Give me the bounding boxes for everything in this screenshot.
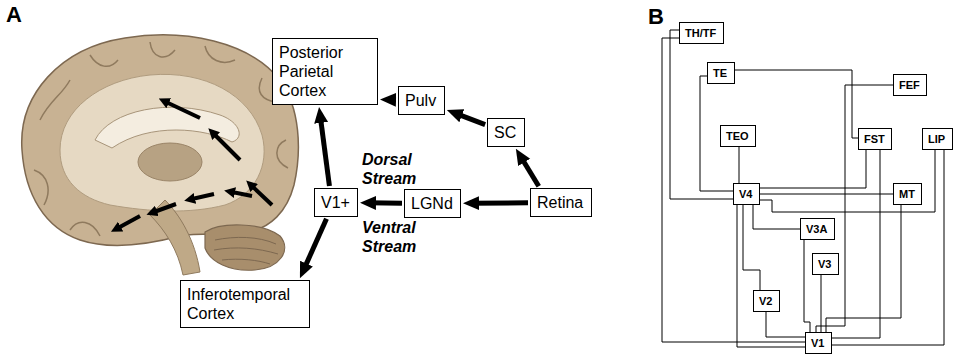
cortical-area-box: LIP <box>922 128 953 150</box>
pathway-arrow <box>320 115 329 186</box>
panel-letter: A <box>6 2 22 28</box>
area-name: V2 <box>759 295 774 307</box>
area-name: FST <box>864 133 886 145</box>
area-name: V1 <box>811 337 826 349</box>
cerebellar-folia <box>214 237 278 264</box>
stream-label: Dorsal Stream <box>362 150 428 188</box>
pathway-arrow <box>520 156 539 187</box>
cortical-area-box: MT <box>893 183 922 205</box>
connection-line <box>739 147 740 183</box>
cortical-area-box: TEO <box>720 125 756 147</box>
connection-line <box>760 194 893 195</box>
stream-label: Ventral Stream <box>362 218 428 256</box>
connection-line <box>670 30 733 199</box>
white-matter <box>60 74 264 211</box>
pathway-arrow <box>368 200 402 205</box>
cortical-area-box: FST <box>858 128 892 150</box>
connection-line <box>737 205 805 347</box>
brain-area-box: Inferotemporal Cortex <box>180 280 310 328</box>
connection-line <box>662 38 805 342</box>
connection-line <box>743 205 760 290</box>
pathway-arrow <box>454 113 485 125</box>
ventral-arrow <box>118 216 140 228</box>
area-name: LIP <box>928 133 947 145</box>
ventral-arrow <box>154 204 176 212</box>
connection-line <box>804 240 810 332</box>
area-name: SC <box>494 123 518 142</box>
pathway-arrow <box>471 200 528 205</box>
connection-line <box>766 312 805 337</box>
cerebellum <box>205 225 285 270</box>
area-name: V3 <box>818 258 833 270</box>
connection-line <box>753 205 800 229</box>
area-name: V1+ <box>321 193 351 212</box>
area-name: TEO <box>726 130 750 142</box>
area-name: V4 <box>739 188 754 200</box>
area-name: V3A <box>806 223 829 235</box>
brain-section <box>22 35 299 275</box>
thalamus <box>138 143 202 181</box>
area-name: Inferotemporal Cortex <box>187 285 303 323</box>
area-name: Retina <box>537 193 585 212</box>
cortical-area-box: V2 <box>753 290 780 312</box>
area-name: FEF <box>899 79 921 91</box>
area-name: LGNd <box>411 194 454 213</box>
brain-area-box: Retina <box>530 188 592 217</box>
brainstem <box>150 200 200 275</box>
dorsal-arrow <box>252 186 272 205</box>
cortical-area-box: TE <box>707 62 735 84</box>
brain-area-box: SC <box>487 118 525 147</box>
corpus-callosum <box>95 107 239 148</box>
connection-line <box>816 85 893 332</box>
area-name: Pulv <box>405 91 438 110</box>
cortical-area-box: V4 <box>733 183 760 205</box>
area-name: TE <box>713 67 729 79</box>
connection-line <box>832 150 944 345</box>
pathway-arrow <box>303 219 326 271</box>
dorsal-arrow <box>166 102 200 118</box>
area-name: MT <box>899 188 916 200</box>
cortical-area-box: V1 <box>805 332 832 354</box>
brain-area-box: V1+ <box>314 188 358 217</box>
ventral-arrow <box>192 194 214 199</box>
ventral-arrow <box>232 192 252 196</box>
connection-line <box>760 150 866 188</box>
pathway-arrow <box>388 97 396 102</box>
panel-letter: B <box>648 4 664 30</box>
cortical-area-box: V3 <box>812 253 839 275</box>
brain-area-box: LGNd <box>404 189 461 218</box>
cortical-area-box: FEF <box>893 74 927 96</box>
stream-arrows <box>118 102 272 228</box>
cortical-area-box: V3A <box>800 218 835 240</box>
connection-line <box>821 275 822 332</box>
area-name: TH/TF <box>685 27 718 39</box>
dorsal-arrow <box>214 134 240 160</box>
brain-area-box: Pulv <box>398 86 445 115</box>
brain-area-box: Posterior Parietal Cortex <box>272 38 378 105</box>
connection-line <box>760 150 935 212</box>
cortical-area-box: TH/TF <box>679 22 724 44</box>
area-name: Posterior Parietal Cortex <box>279 43 371 100</box>
connection-line <box>832 150 880 338</box>
